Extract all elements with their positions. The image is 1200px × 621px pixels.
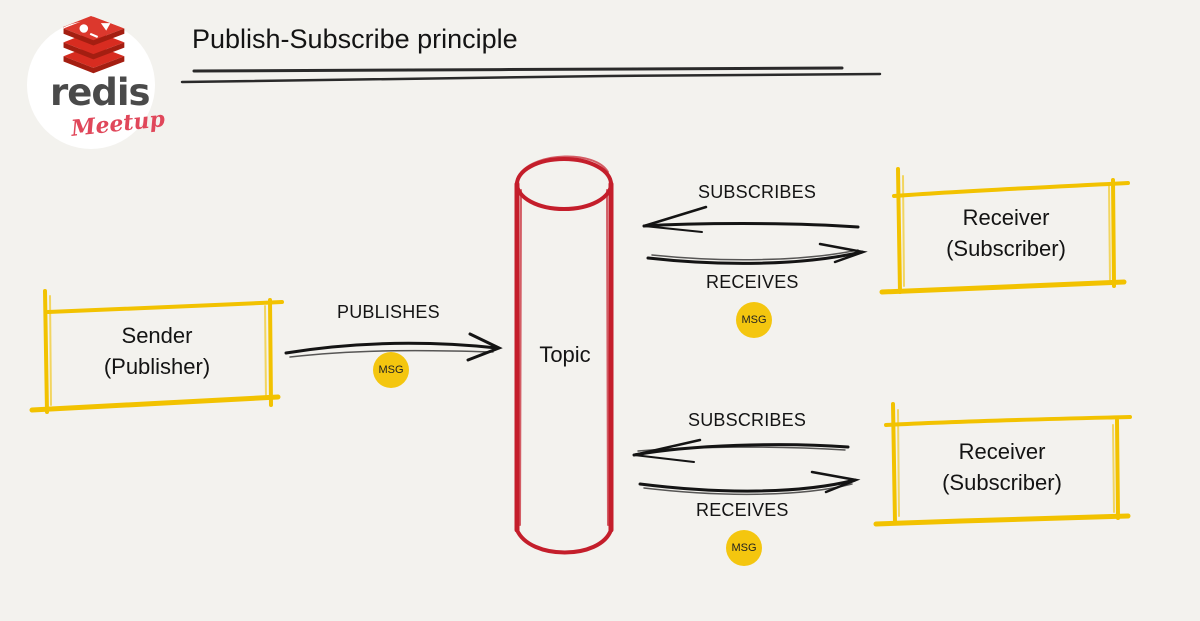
bottom-msg-badge: MSG: [726, 530, 762, 566]
receiver-top-line2: (Subscriber): [946, 236, 1066, 261]
publishes-label: PUBLISHES: [337, 302, 440, 322]
sender-label-line2: (Publisher): [103, 354, 211, 379]
sender-box: [29, 289, 284, 414]
page-title: Publish-Subscribe principle: [192, 24, 518, 54]
publish-msg-badge: MSG: [373, 352, 409, 388]
title-underline: [180, 66, 882, 84]
bottom-subscribe-arrow: [632, 438, 850, 463]
top-msg-badge: MSG: [736, 302, 772, 338]
top-receive-arrow: [646, 242, 868, 265]
topic-cylinder: [514, 155, 614, 555]
receiver-top-label: Receiver (Subscriber): [934, 202, 1078, 264]
receiver-bottom-line2: (Subscriber): [942, 470, 1062, 495]
publish-arrow: [284, 332, 503, 362]
receiver-bottom-line1: Receiver: [958, 439, 1046, 464]
redis-logo-icon: [63, 16, 125, 74]
subscribes-bottom-label: SUBSCRIBES: [688, 410, 807, 430]
sender-label-line1: Sender: [121, 323, 193, 348]
receives-top-label: RECEIVES: [706, 272, 799, 292]
sender-label: Sender (Publisher): [92, 320, 222, 382]
topic-label: Topic: [539, 342, 591, 367]
receiver-bottom-box: [873, 402, 1132, 527]
top-subscribe-arrow: [642, 205, 860, 233]
receiver-top-box: [879, 167, 1130, 295]
bottom-receive-arrow: [638, 470, 861, 496]
receiver-bottom-label: Receiver (Subscriber): [930, 436, 1074, 498]
logo-word: redis: [50, 71, 151, 114]
receiver-top-line1: Receiver: [962, 205, 1050, 230]
subscribes-top-label: SUBSCRIBES: [698, 182, 817, 202]
receives-bottom-label: RECEIVES: [696, 500, 789, 520]
